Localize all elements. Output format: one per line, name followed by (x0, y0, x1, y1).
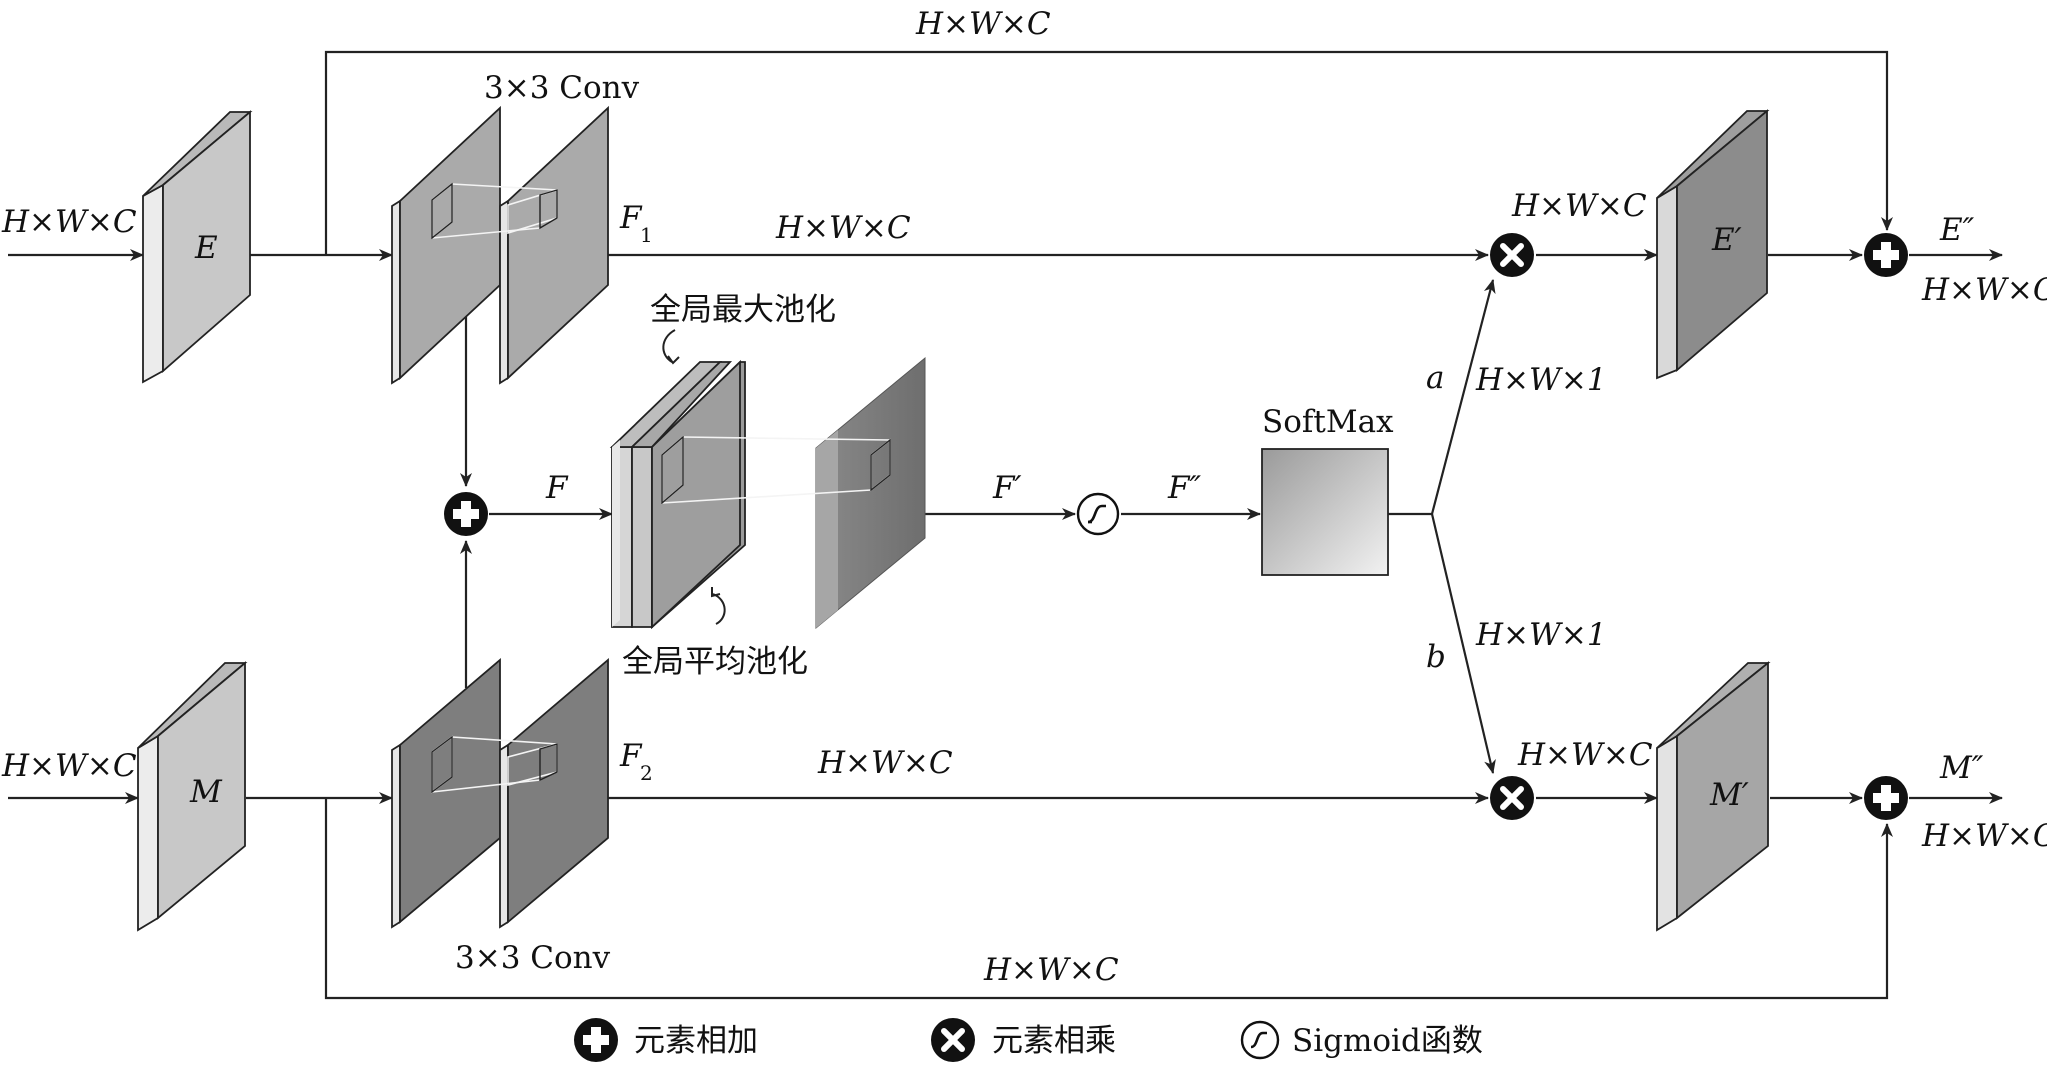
branch-b-arrow (1430, 513, 1496, 774)
pooling-stack (609, 359, 746, 630)
dark-conv-layer (661, 356, 926, 630)
e-out-label: E″ (1939, 212, 1975, 248)
f1-subscript: 1 (640, 223, 653, 247)
branch-a-label: a (1426, 360, 1444, 396)
e-block (142, 110, 253, 384)
global-max-pool-label: 全局最大池化 (650, 292, 836, 328)
f-prime-label: F′ (992, 470, 1022, 506)
add-operator-m (1864, 776, 1908, 820)
legend-add-icon (574, 1018, 618, 1062)
input-e-dim: H×W×C (1, 204, 137, 240)
mul-bottom-dim: H×W×C (1517, 737, 1653, 773)
mul-top-dim: H×W×C (1511, 188, 1647, 224)
f1-label: F (619, 200, 643, 236)
branch-b-label: b (1426, 639, 1446, 675)
legend-sigmoid-icon (1240, 1020, 1280, 1060)
e-out-dim: H×W×C (1921, 272, 2047, 308)
legend-sigmoid-label: Sigmoid函数 (1292, 1023, 1483, 1059)
labels: H×W×C H×W×C H×W×C H×W×C 3×3 Conv 3×3 Con… (1, 6, 2047, 988)
a-dim: H×W×1 (1475, 362, 1607, 398)
add-operator-e (1864, 233, 1908, 277)
bottom-skip-dim: H×W×C (983, 952, 1119, 988)
f1-dim: H×W×C (775, 210, 911, 246)
branch-a-arrow (1430, 279, 1496, 515)
legend: 元素相加 元素相乘 Sigmoid函数 (574, 1018, 1483, 1062)
f-label: F (545, 470, 569, 506)
global-avg-pool-label: 全局平均池化 (622, 644, 808, 680)
conv-top-label: 3×3 Conv (484, 70, 640, 106)
b-dim: H×W×1 (1475, 617, 1607, 653)
mprime-block (1656, 661, 1771, 932)
pool-rotate-arrows (662, 329, 726, 625)
softmax-box (1261, 448, 1389, 576)
f2-label: F (619, 738, 643, 774)
legend-add-label: 元素相加 (634, 1023, 758, 1059)
softmax-label: SoftMax (1262, 404, 1394, 440)
top-skip-dim: H×W×C (915, 6, 1051, 42)
conv-bottom-label: 3×3 Conv (455, 940, 611, 976)
m-block (137, 661, 248, 932)
m-out-dim: H×W×C (1921, 818, 2047, 854)
input-m-dim: H×W×C (1, 748, 137, 784)
bottom-skip-line (324, 798, 1893, 1000)
m-block-label: M (189, 774, 223, 810)
add-operator-f (444, 492, 488, 536)
legend-multiply-label: 元素相乘 (992, 1023, 1116, 1059)
mprime-label: M′ (1709, 777, 1749, 813)
sigmoid-operator (1076, 492, 1120, 536)
eprime-block (1656, 109, 1770, 380)
f2-dim: H×W×C (817, 745, 953, 781)
conv-bottom (391, 658, 609, 929)
multiply-operator-bottom (1490, 776, 1534, 820)
m-out-label: M″ (1939, 750, 1984, 786)
legend-multiply-icon (931, 1018, 975, 1062)
multiply-operator-top (1490, 233, 1534, 277)
conv-top (391, 105, 609, 385)
connections (8, 50, 2003, 1000)
eprime-label: E′ (1711, 222, 1742, 258)
f2-subscript: 2 (640, 761, 653, 785)
e-block-label: E (194, 230, 218, 266)
f-double-prime-label: F″ (1167, 470, 1202, 506)
top-skip-line (324, 50, 1893, 255)
